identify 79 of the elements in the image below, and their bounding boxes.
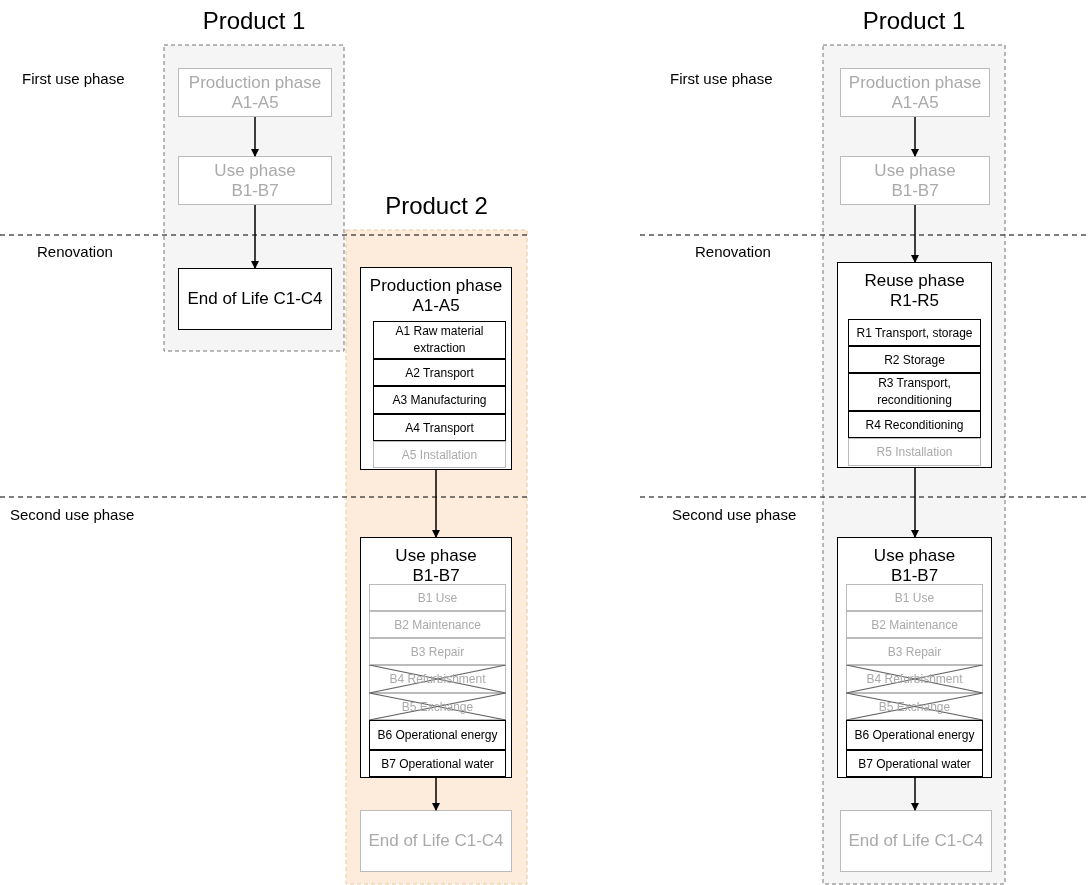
phase-label: Second use phase [10, 506, 135, 523]
stage-label: B7 Operational water [380, 755, 495, 772]
stage-label: A5 Installation [400, 446, 479, 463]
box-title: Use phase B1-B7 [872, 546, 957, 586]
phase-box [837, 537, 992, 778]
stage-label: B3 Repair [409, 643, 466, 660]
box-text: End of Life C1-C4 [186, 289, 324, 309]
stage-label: B7 Operational water [857, 755, 972, 772]
phase-box [178, 268, 332, 330]
phase-box [360, 537, 512, 778]
stage-box [369, 750, 506, 777]
stage-label: A1 Raw material extraction [394, 323, 485, 357]
stage-label: B3 Repair [886, 643, 943, 660]
stage-box [369, 638, 506, 665]
phase-label: Second use phase [672, 506, 797, 523]
box-text: End of Life C1-C4 [847, 831, 985, 851]
stage-label: R2 Storage [883, 351, 946, 368]
box-title: Reuse phase R1-R5 [863, 271, 966, 311]
phase-box [840, 156, 990, 205]
arrow [911, 204, 919, 263]
box-text: End of Life C1-C4 [367, 831, 505, 851]
stage-label: A4 Transport [404, 419, 475, 436]
box-text: Use phase B1-B7 [873, 160, 957, 201]
stage-label: R3 Transport, reconditioning [876, 375, 953, 409]
arrow [432, 777, 440, 811]
stage-label: R5 Installation [875, 443, 954, 461]
stage-box [369, 611, 506, 638]
arrow [251, 204, 259, 269]
phase-box [360, 267, 512, 470]
stage-box [369, 720, 506, 750]
box-title: Use phase B1-B7 [394, 546, 478, 586]
stage-label: B6 Operational energy [853, 726, 976, 744]
stage-label: B1 Use [416, 589, 459, 606]
stage-box [373, 414, 506, 441]
phase-label: Renovation [37, 243, 113, 260]
phase-label: Renovation [695, 243, 771, 260]
stage-box [846, 611, 983, 638]
stage-box [373, 386, 506, 414]
box-title: Production phase A1-A5 [368, 276, 504, 316]
phase-box [840, 810, 992, 872]
band-title: Product 2 [384, 192, 489, 220]
box-text: Use phase B1-B7 [213, 160, 297, 201]
stage-box [846, 750, 983, 777]
stage-label: R1 Transport, storage [855, 324, 974, 341]
box-text: Production phase A1-A5 [187, 72, 323, 113]
stage-box [373, 441, 506, 468]
stage-box [373, 359, 506, 386]
arrow [911, 467, 919, 538]
stage-box [846, 638, 983, 665]
stage-label: R4 Reconditioning [864, 416, 965, 433]
phase-box [837, 262, 992, 468]
phase-box [178, 156, 332, 205]
arrow [251, 116, 259, 157]
phase-box [360, 810, 512, 872]
stage-box [846, 584, 983, 611]
stage-box [848, 346, 981, 373]
phase-box [178, 68, 332, 117]
phase-box [840, 68, 990, 117]
arrow [911, 116, 919, 157]
band-title: Product 1 [201, 7, 307, 35]
stage-box [848, 319, 981, 346]
stage-label: A2 Transport [404, 364, 475, 381]
stage-box [848, 411, 981, 438]
stage-box [369, 584, 506, 611]
phase-label: First use phase [22, 70, 125, 87]
stage-label: B2 Maintenance [870, 616, 959, 633]
band-title: Product 1 [861, 7, 967, 35]
stage-box [846, 720, 983, 750]
stage-box [848, 373, 981, 411]
stage-box [373, 321, 506, 359]
stage-label: B6 Operational energy [376, 726, 499, 744]
arrow [432, 469, 440, 538]
box-text: Production phase A1-A5 [847, 72, 983, 113]
phase-label: First use phase [670, 70, 773, 87]
arrow [911, 777, 919, 811]
stage-box [848, 438, 981, 466]
stage-label: B2 Maintenance [393, 616, 482, 633]
stage-label: B1 Use [893, 589, 936, 606]
stage-label: A3 Manufacturing [391, 391, 488, 409]
